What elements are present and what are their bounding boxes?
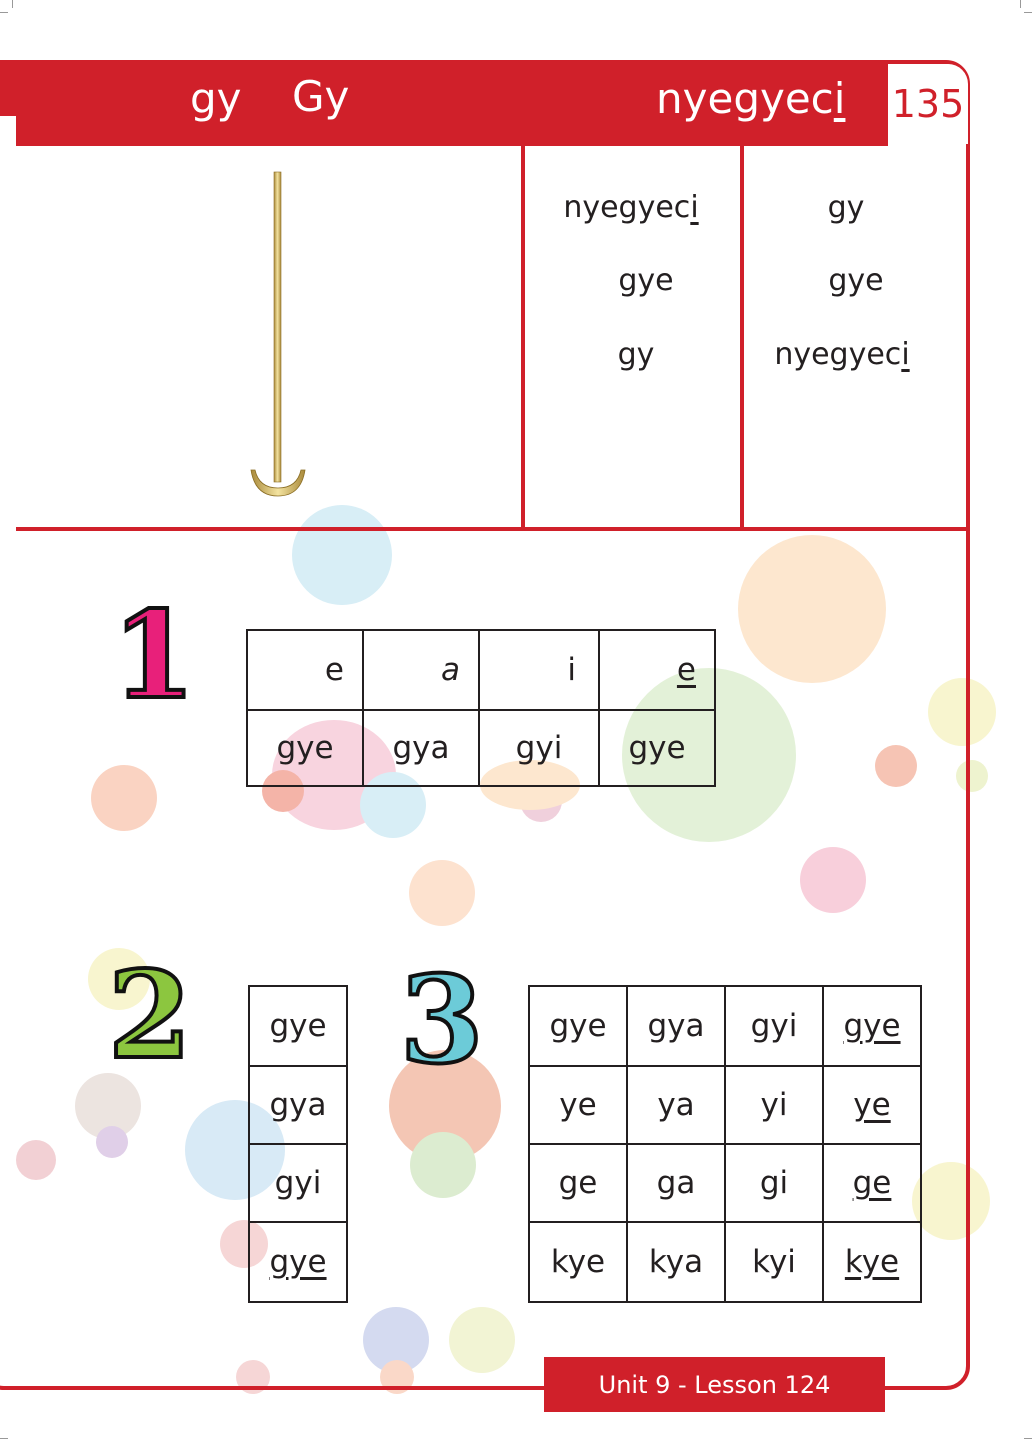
crop-mark	[0, 12, 8, 13]
column-b-word: gye	[828, 263, 884, 298]
syllable-cell: gye	[246, 709, 364, 787]
vowel-cell: i	[478, 629, 600, 711]
page-number: 135	[888, 64, 968, 144]
divider	[521, 146, 525, 530]
syllable-cell: gyi	[724, 985, 824, 1067]
column-a-word: gye	[618, 263, 674, 298]
syllable-cell: gye	[598, 709, 716, 787]
syllable-cell: ge	[528, 1143, 628, 1223]
syllable-cell: kyi	[724, 1221, 824, 1303]
vowel-cell: a	[362, 629, 480, 711]
divider	[740, 146, 744, 530]
syllable-cell: gyi	[248, 1143, 348, 1223]
exercise-2-table: gye gya gyi gye	[248, 985, 348, 1303]
syllable-cell: gye	[822, 985, 922, 1067]
syllable-cell: gye	[528, 985, 628, 1067]
column-a-word: gy	[617, 337, 655, 372]
header-bar	[0, 60, 888, 146]
vowel-cell: e	[598, 629, 716, 711]
syllable-cell: kya	[626, 1221, 726, 1303]
crop-mark	[1024, 12, 1032, 13]
lesson-footer: Unit 9 - Lesson 124	[544, 1357, 885, 1412]
column-b-word: gy	[827, 190, 865, 225]
vowel-cell: e	[246, 629, 364, 711]
exercise-1-number: 1	[110, 583, 197, 728]
syllable-cell: gya	[626, 985, 726, 1067]
syllable-cell: ya	[626, 1065, 726, 1145]
crop-mark	[0, 1438, 8, 1439]
syllable-cell: gi	[724, 1143, 824, 1223]
header-notch	[0, 116, 16, 146]
divider	[16, 527, 970, 531]
keyword-base: nyegyec	[656, 74, 834, 123]
syllable-cell: gya	[248, 1065, 348, 1145]
syllable-cell: gyi	[478, 709, 600, 787]
hanging-string-icon	[245, 170, 311, 500]
letter-lower: gy	[190, 74, 242, 123]
exercise-1-table: e a i e gye gya gyi gye	[246, 629, 716, 787]
syllable-cell: gye	[248, 985, 348, 1067]
column-b-word: nyegyeci	[774, 337, 910, 372]
syllable-cell: kye	[528, 1221, 628, 1303]
crop-mark	[1020, 0, 1021, 8]
crop-mark	[12, 0, 13, 8]
syllable-cell: yi	[724, 1065, 824, 1145]
exercise-3-table: gye gya gyi gye ye ya yi ye ge ga gi ge …	[528, 985, 922, 1303]
syllable-cell: gye	[248, 1221, 348, 1303]
syllable-cell: ga	[626, 1143, 726, 1223]
letter-upper: Gy	[292, 72, 350, 121]
syllable-cell: gya	[362, 709, 480, 787]
syllable-cell: kye	[822, 1221, 922, 1303]
column-a-word: nyegyeci	[563, 190, 699, 225]
crop-mark	[1024, 1438, 1032, 1439]
keyword-last: i	[833, 74, 846, 123]
syllable-cell: ye	[528, 1065, 628, 1145]
syllable-cell: ge	[822, 1143, 922, 1223]
keyword: nyegyeci	[656, 78, 845, 120]
syllable-cell: ye	[822, 1065, 922, 1145]
exercise-2-number: 2	[106, 943, 193, 1088]
exercise-3-number: 3	[398, 948, 485, 1093]
